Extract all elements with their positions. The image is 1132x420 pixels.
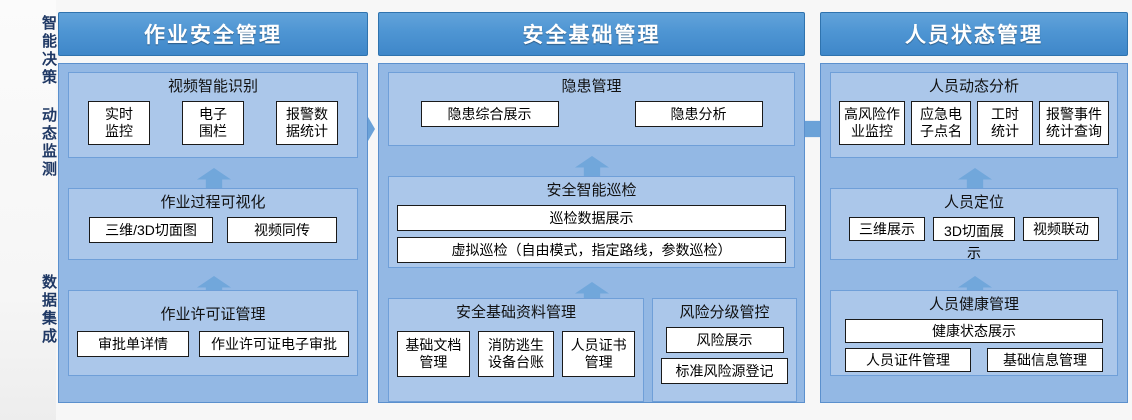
group-operation-process-visualization: 作业过程可视化 三维/3D切面图 视频同传 — [68, 188, 358, 260]
group-title-risk-grading-control: 风险分级管控 — [679, 304, 770, 321]
group-personnel-dynamic-analysis: 人员动态分析 高风险作 业监控 应急电 子点名 工时 统计 报警事件 统计查询 — [830, 72, 1118, 158]
left-rail: 智能决策 动态监测 数据集成 — [0, 0, 57, 420]
chip-personnel-certificate-management[interactable]: 人员证书 管理 — [562, 331, 635, 377]
arrow-up-icon — [958, 168, 992, 190]
column-personnel-status-management: 人员状态管理 人员动态分析 高风险作 业监控 应急电 子点名 工时 统计 报警事… — [820, 12, 1128, 403]
group-safety-basic-data-management: 安全基础资料管理 基础文档 管理 消防逃生 设备台账 人员证书 管理 — [388, 298, 644, 402]
chip-alarm-event-statistics-query[interactable]: 报警事件 统计查询 — [1039, 101, 1109, 145]
group-title-safety-smart-inspection: 安全智能巡检 — [546, 182, 637, 199]
chip-electronic-fence[interactable]: 电子 围栏 — [182, 101, 244, 145]
column-title-safety-basic-management: 安全基础管理 — [378, 12, 805, 56]
group-title-hazard-management: 隐患管理 — [561, 78, 622, 95]
chip-hazard-overview[interactable]: 隐患综合展示 — [420, 101, 559, 127]
group-title-video-ai-recognition: 视频智能识别 — [167, 78, 258, 95]
chip-personnel-id-management[interactable]: 人员证件管理 — [845, 348, 971, 372]
arrow-up-icon — [575, 156, 609, 178]
group-video-ai-recognition: 视频智能识别 实时 监控 电子 围栏 报警数 据统计 — [68, 72, 358, 158]
chip-3d-display[interactable]: 三维展示 — [849, 217, 925, 241]
chip-emergency-e-rollcall[interactable]: 应急电 子点名 — [911, 101, 971, 145]
group-personnel-positioning: 人员定位 三维展示 3D切面展示 视频联动 — [830, 188, 1118, 261]
chip-working-hours-statistics[interactable]: 工时 统计 — [977, 101, 1033, 145]
chip-standard-risk-source-registration[interactable]: 标准风险源登记 — [661, 358, 788, 384]
chip-virtual-inspection[interactable]: 虚拟巡检（自由模式，指定路线，参数巡检） — [397, 237, 786, 263]
group-personnel-health-management: 人员健康管理 健康状态展示 人员证件管理 基础信息管理 — [830, 290, 1118, 376]
chip-basic-info-management[interactable]: 基础信息管理 — [987, 348, 1103, 372]
chip-fire-escape-equipment-ledger[interactable]: 消防逃生 设备台账 — [477, 331, 555, 377]
chip-alarm-data-statistics[interactable]: 报警数 据统计 — [276, 101, 338, 145]
column-body-operation-safety: 视频智能识别 实时 监控 电子 围栏 报警数 据统计 作业过程可视化 三维/3D… — [58, 63, 368, 403]
chip-inspection-data-display[interactable]: 巡检数据展示 — [397, 205, 786, 231]
chip-high-risk-operation-monitoring[interactable]: 高风险作 业监控 — [839, 101, 905, 145]
chip-3d-section-display[interactable]: 3D切面展示 — [933, 217, 1015, 261]
chip-work-permit-e-approval[interactable]: 作业许可证电子审批 — [199, 331, 349, 357]
column-body-safety-basic-management: 隐患管理 隐患综合展示 隐患分析 安全智能巡检 巡检数据展示 虚拟巡检（自由模式… — [378, 63, 805, 403]
rail-label-data-integration: 数据集成 — [40, 274, 57, 346]
group-title-work-permit-management: 作业许可证管理 — [160, 306, 266, 323]
group-hazard-management: 隐患管理 隐患综合展示 隐患分析 — [388, 72, 795, 146]
column-title-personnel-status-management: 人员状态管理 — [820, 12, 1128, 56]
group-title-personnel-dynamic-analysis: 人员动态分析 — [928, 78, 1019, 95]
column-title-operation-safety: 作业安全管理 — [58, 12, 368, 56]
arrow-up-icon — [197, 168, 231, 190]
group-safety-smart-inspection: 安全智能巡检 巡检数据展示 虚拟巡检（自由模式，指定路线，参数巡检） — [388, 176, 795, 268]
group-title-safety-basic-data-management: 安全基础资料管理 — [455, 304, 576, 321]
rail-label-decision-monitoring: 智能决策 动态监测 — [40, 15, 57, 179]
chip-basic-document-management[interactable]: 基础文档 管理 — [397, 331, 470, 377]
group-title-personnel-health-management: 人员健康管理 — [928, 296, 1019, 313]
group-work-permit-management: 作业许可证管理 审批单详情 作业许可证电子审批 — [68, 290, 358, 376]
chip-approval-form-details[interactable]: 审批单详情 — [77, 331, 189, 357]
group-risk-grading-control: 风险分级管控 风险展示 标准风险源登记 — [652, 298, 797, 402]
chip-risk-display[interactable]: 风险展示 — [665, 327, 784, 353]
chip-video-linkage[interactable]: 视频联动 — [1023, 217, 1099, 241]
column-body-personnel-status-management: 人员动态分析 高风险作 业监控 应急电 子点名 工时 统计 报警事件 统计查询 … — [820, 63, 1128, 403]
chip-hazard-analysis[interactable]: 隐患分析 — [634, 101, 763, 127]
column-safety-basic-management: 安全基础管理 隐患管理 隐患综合展示 隐患分析 安全智能巡检 巡检数据展示 虚拟… — [378, 12, 805, 403]
chip-video-simulcast[interactable]: 视频同传 — [227, 217, 337, 243]
chip-3d-section-view[interactable]: 三维/3D切面图 — [89, 217, 213, 243]
chip-realtime-monitoring[interactable]: 实时 监控 — [88, 101, 150, 145]
group-title-personnel-positioning: 人员定位 — [943, 194, 1004, 211]
chip-health-status-display[interactable]: 健康状态展示 — [845, 319, 1103, 343]
column-operation-safety: 作业安全管理 视频智能识别 实时 监控 电子 围栏 报警数 据统计 作业过程可视… — [58, 12, 368, 403]
group-title-operation-process-visualization: 作业过程可视化 — [160, 194, 266, 211]
